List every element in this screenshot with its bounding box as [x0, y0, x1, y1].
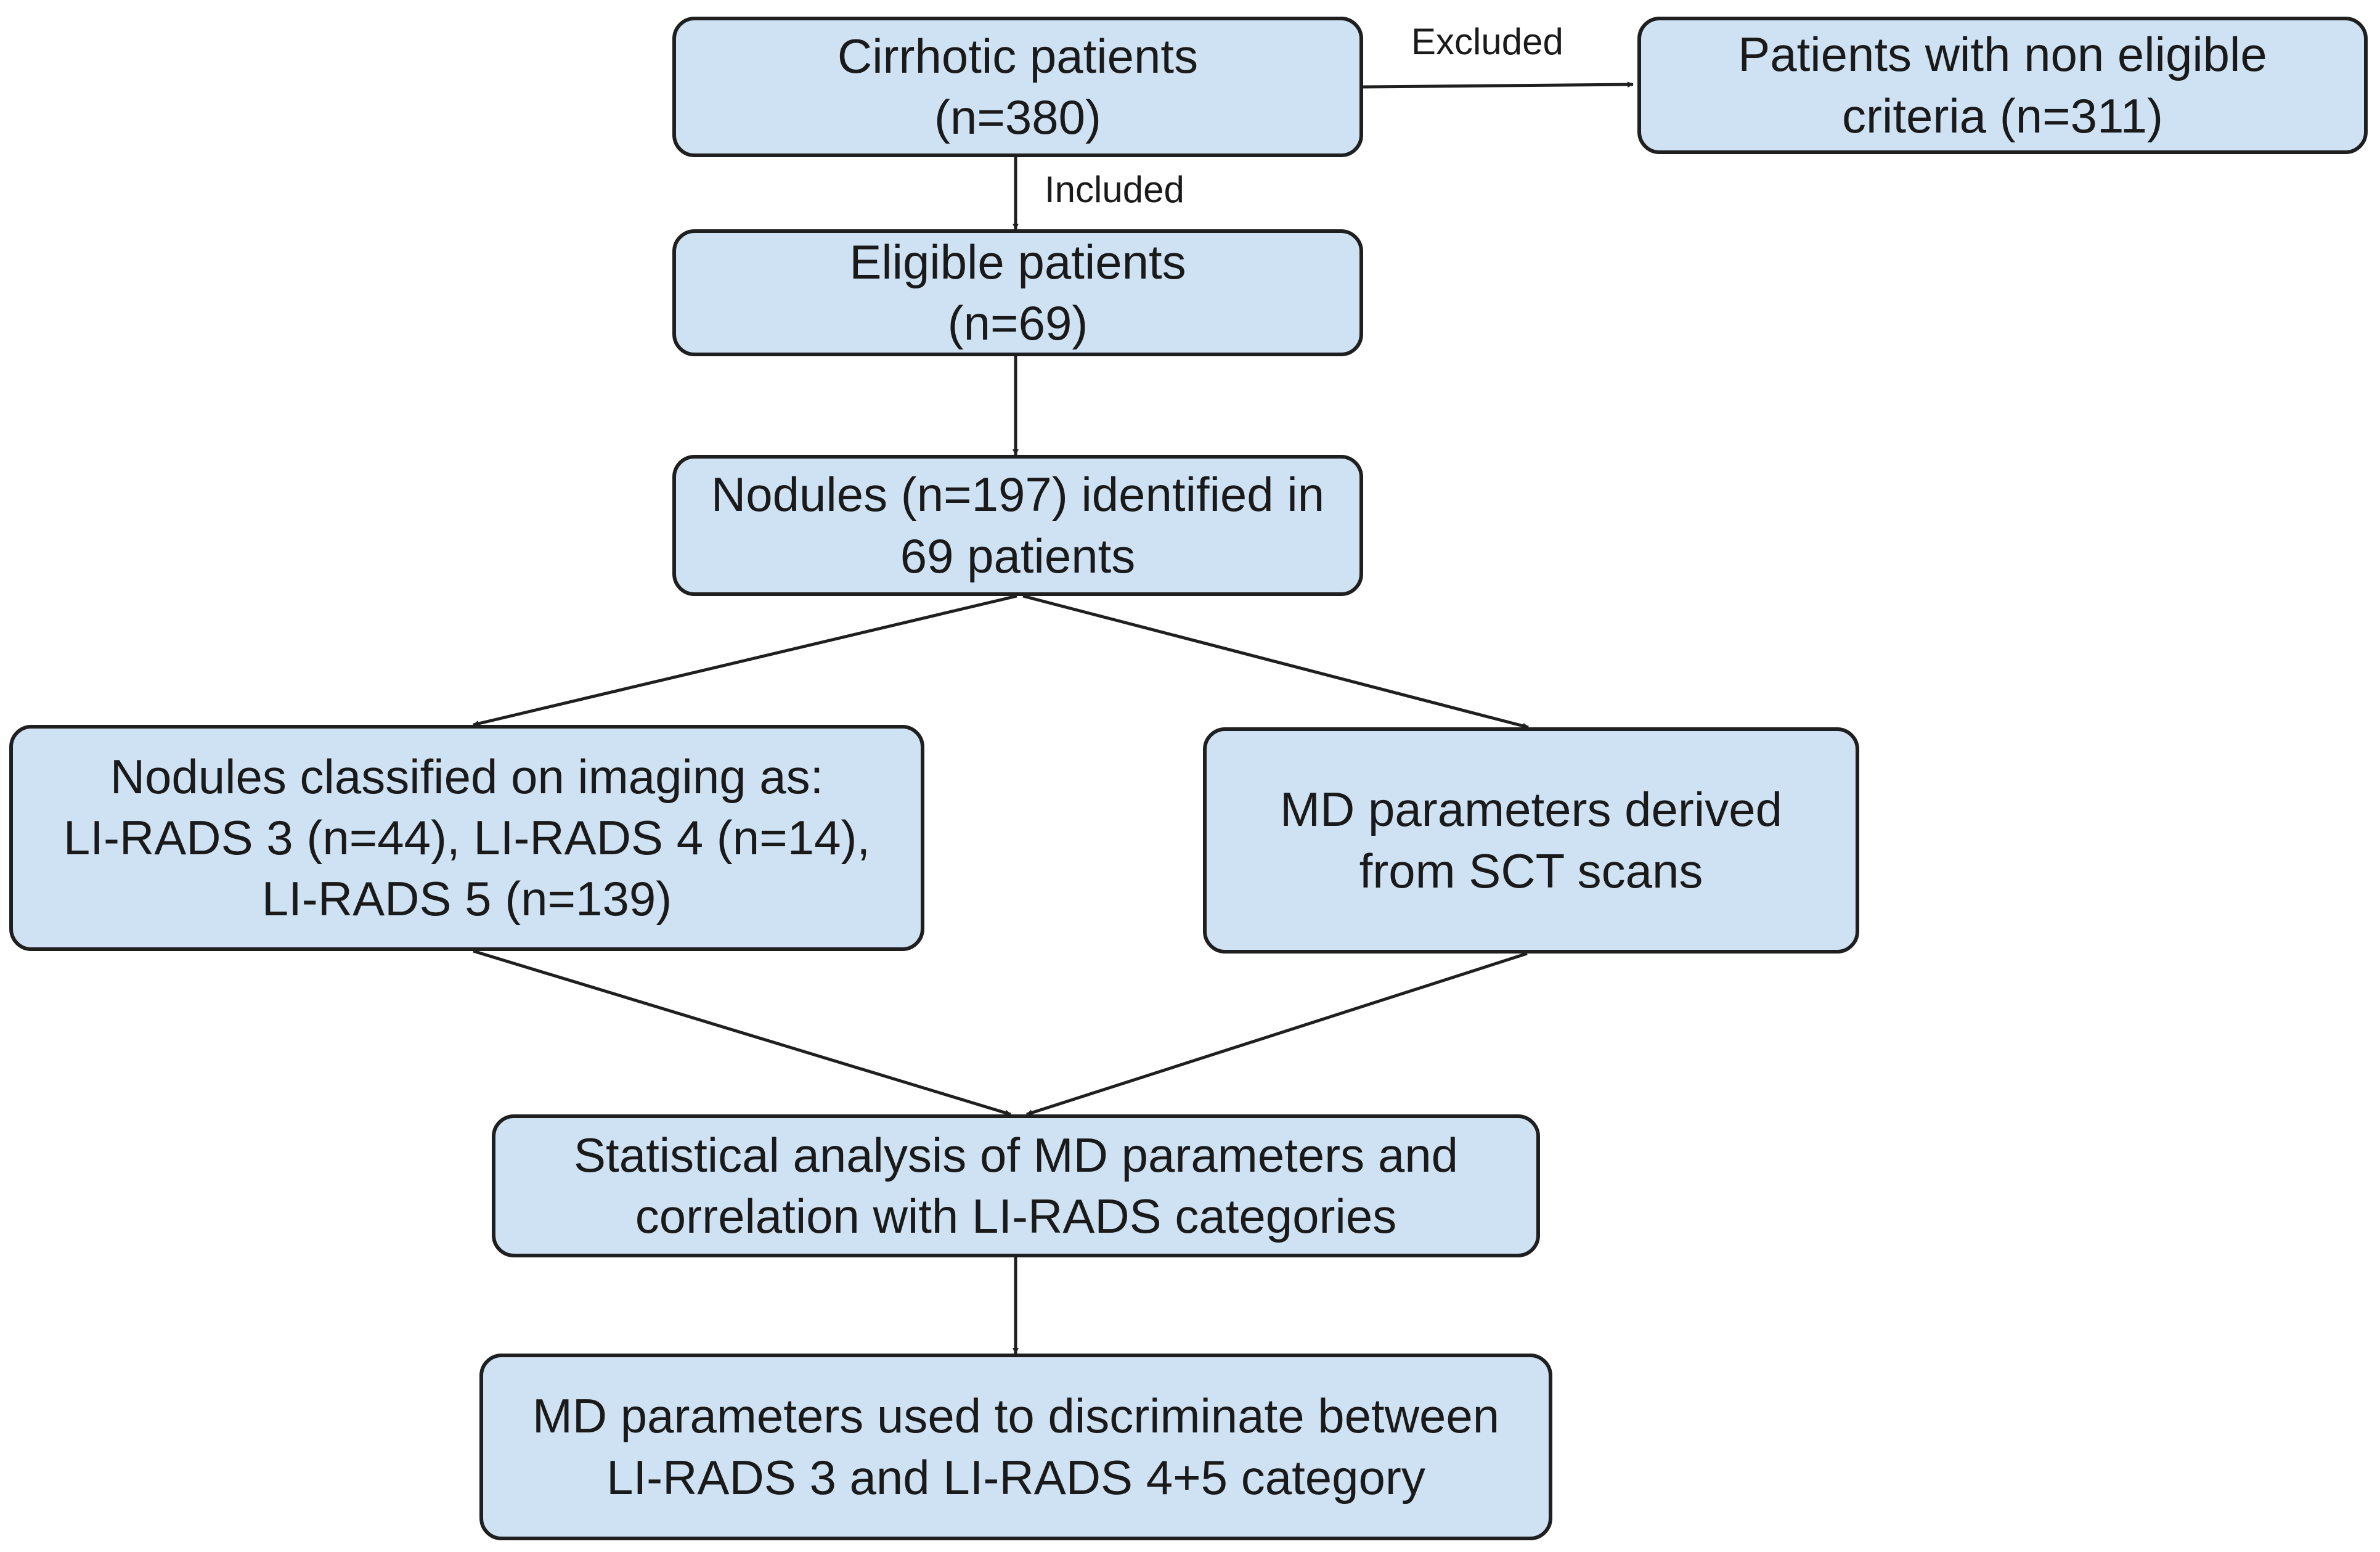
node-line: from SCT scans [1359, 843, 1703, 898]
node-line: Nodules classified on imaging as: [110, 749, 824, 804]
node-line: Nodules (n=197) identified in [711, 467, 1325, 522]
edge-label-included: Included [1045, 169, 1184, 210]
node-non-eligible-patients: Patients with non eligible criteria (n=3… [1637, 17, 2368, 154]
arrow-excluded [1363, 81, 1634, 89]
node-line: LI-RADS 5 (n=139) [261, 872, 672, 926]
node-line: Cirrhotic patients [837, 28, 1199, 83]
node-line: MD parameters used to discriminate betwe… [532, 1389, 1500, 1444]
node-line: LI-RADS 3 (n=44), LI-RADS 4 (n=14), [63, 810, 871, 865]
arrow-nodules-to-md-derived [1022, 594, 1529, 729]
node-line: (n=69) [947, 296, 1088, 350]
node-line: correlation with LI-RADS categories [635, 1189, 1397, 1243]
node-line: Eligible patients [849, 234, 1186, 289]
node-md-parameters-derived: MD parameters derived from SCT scans [1203, 727, 1859, 954]
node-cirrhotic-patients: Cirrhotic patients (n=380) [672, 17, 1363, 157]
node-statistical-analysis: Statistical analysis of MD parameters an… [492, 1114, 1540, 1257]
node-line: criteria (n=311) [1842, 88, 2163, 143]
arrow-classified-to-statistical [473, 949, 1011, 1116]
node-nodules-identified: Nodules (n=197) identified in 69 patient… [672, 455, 1363, 596]
arrow-nodules-to-classified [473, 594, 1017, 727]
node-md-parameters-used: MD parameters used to discriminate betwe… [479, 1354, 1552, 1540]
node-eligible-patients: Eligible patients (n=69) [672, 229, 1363, 356]
edge-label-excluded: Excluded [1411, 21, 1563, 62]
node-nodules-classified: Nodules classified on imaging as: LI-RAD… [9, 725, 924, 951]
node-line: 69 patients [900, 528, 1136, 583]
node-line: Patients with non eligible [1738, 27, 2267, 82]
node-line: Statistical analysis of MD parameters an… [574, 1127, 1458, 1182]
node-line: LI-RADS 3 and LI-RADS 4+5 category [606, 1450, 1425, 1505]
node-line: (n=380) [934, 90, 1102, 144]
node-line: MD parameters derived [1280, 782, 1782, 837]
arrow-md-derived-to-statistical [1026, 952, 1528, 1116]
